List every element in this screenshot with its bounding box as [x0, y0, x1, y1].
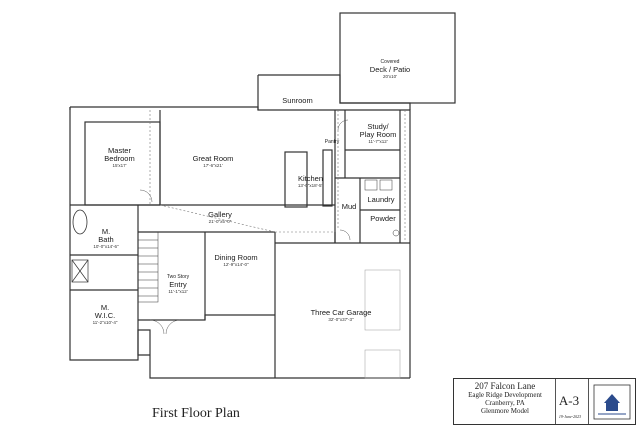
m-wic-label: M. W.I.C. 11'-2"x10'-4"	[92, 303, 118, 326]
laundry-label: Laundry	[367, 195, 395, 204]
entry-label: Two Story Entry 11'-1"x12'	[166, 274, 190, 294]
bathtub-symbol	[72, 209, 88, 235]
pantry-label: Pantry	[324, 139, 340, 145]
study-label: Study/ Play Room 11'-7"x12'	[359, 122, 397, 145]
great-room-label: Great Room 17'-6"x21'	[192, 154, 234, 169]
dining-room-label: Dining Room 12'-9"x14'-0"	[214, 253, 258, 268]
plan-title: First Floor Plan	[152, 406, 240, 421]
divider	[555, 379, 556, 424]
project-info: 207 Falcon Lane Eagle Ridge Development …	[456, 381, 554, 415]
garage-label: Three Car Garage 32'-0"x37'-3"	[310, 308, 372, 323]
sheet-number: A-3	[558, 393, 580, 408]
mud-label: Mud	[341, 202, 357, 211]
m-bath-label: M. Bath 10'-0"x14'-6"	[93, 227, 119, 250]
sunroom-walls	[258, 74, 411, 110]
divider	[588, 379, 589, 424]
development: Eagle Ridge Development	[468, 391, 542, 399]
sheet-date: 19-June-2023	[558, 414, 582, 419]
shower-symbol	[71, 259, 89, 283]
outer-wall	[70, 106, 411, 378]
master-bedroom-label: Master Bedroom 15'x17'	[104, 146, 135, 169]
door-swing	[139, 189, 153, 203]
model: Glenmore Model	[480, 407, 529, 415]
kitchen-island	[284, 151, 308, 208]
title-block: 207 Falcon Lane Eagle Ridge Development …	[453, 378, 636, 425]
covered-deck-label: Covered Deck / Patio 20'x10'	[369, 59, 411, 79]
address: 207 Falcon Lane	[474, 381, 536, 391]
gallery-label: Gallery 21'-0"x5'-0"	[208, 210, 232, 225]
sunroom-label: Sunroom	[282, 96, 313, 105]
powder-label: Powder	[370, 214, 396, 223]
city: Cranberry, PA	[485, 399, 525, 407]
stair-symbol	[137, 231, 159, 303]
builder-logo-icon	[593, 384, 631, 420]
kitchen-label: Kitchen 13'-0"x18'-5"	[297, 174, 324, 189]
